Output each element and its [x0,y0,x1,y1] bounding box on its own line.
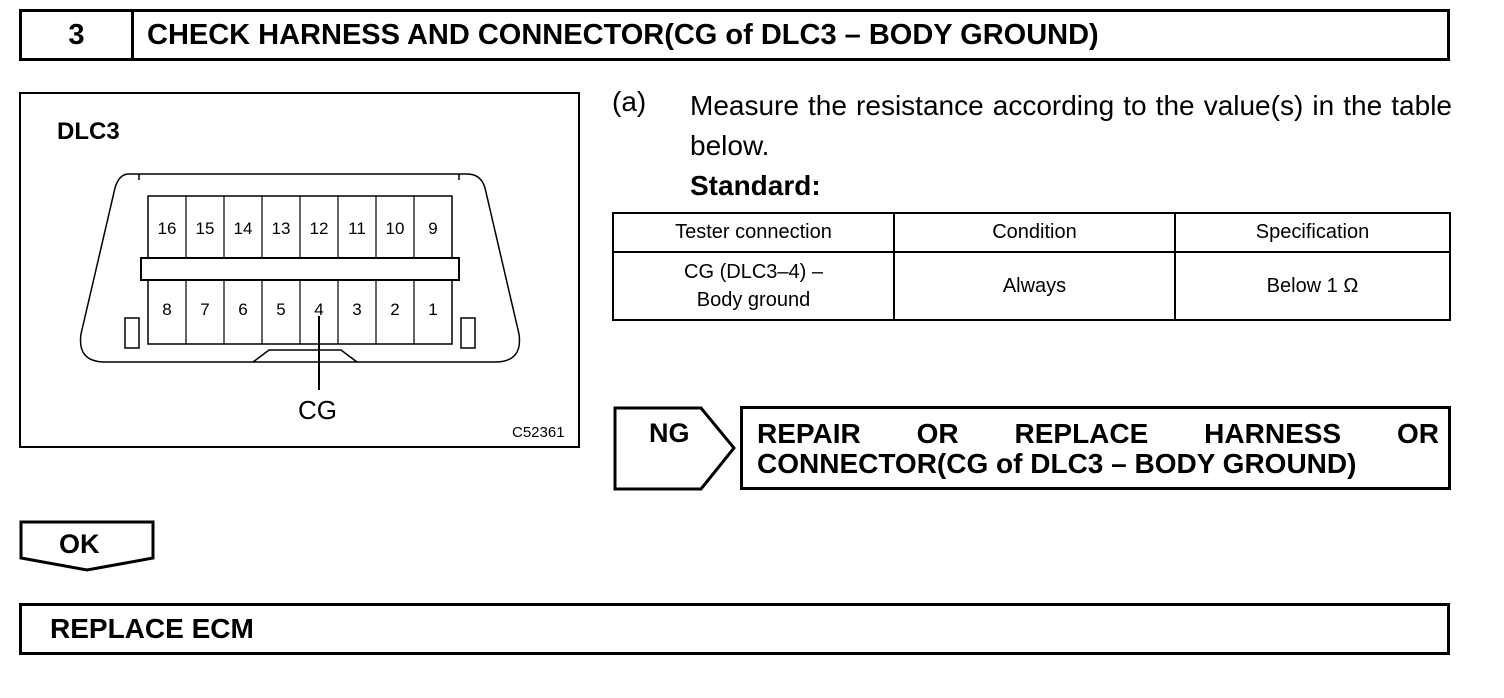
right-latch [460,317,476,349]
pin-label-13: 13 [272,219,291,238]
step-header: 3 CHECK HARNESS AND CONNECTOR(CG of DLC3… [19,9,1450,61]
header-condition: Condition [893,212,1176,253]
dlc3-connector-drawing: 16 15 14 13 12 11 10 9 8 7 6 5 4 3 2 1 [19,92,580,448]
dlc3-connector-figure: 16 15 14 13 12 11 10 9 8 7 6 5 4 3 2 1 DLC3 CG C52361 [19,92,581,449]
ng-action-box: REPAIR OR REPLACE HARNESS OR CONNECTOR(C… [740,406,1451,490]
pin-label-1: 1 [428,300,437,319]
pin-label-12: 12 [310,219,329,238]
standard-label: Standard: [690,170,821,201]
left-latch [124,317,140,349]
cell-condition: Always [893,251,1176,321]
header-specification: Specification [1174,212,1451,253]
final-action-text: REPLACE ECM [50,613,254,644]
instruction-letter: (a) [612,86,647,117]
pin-label-11: 11 [348,219,366,238]
connector-notches [138,174,460,180]
table-header-row: Tester connection Condition Specificatio… [612,212,1451,253]
pin-label-2: 2 [390,300,399,319]
pin-label-15: 15 [196,219,215,238]
ok-arrow-icon [19,520,155,572]
pin-label-7: 7 [200,300,209,319]
pin-label-10: 10 [386,219,405,238]
ng-label: NG [649,418,690,448]
figure-title: DLC3 [57,118,120,145]
pin-label-3: 3 [352,300,361,319]
tester-connection-line2: Body ground [696,289,811,311]
ng-result-arrow: NG [613,406,737,491]
center-divider [140,257,460,281]
final-action-box: REPLACE ECM [19,603,1450,655]
ok-label: OK [59,529,100,559]
spec-table: Tester connection Condition Specificatio… [612,212,1451,321]
instruction-text: Measure the resistance according to the … [690,90,1452,161]
cell-tester-connection: CG (DLC3–4) – Body ground [612,251,895,321]
table-row: CG (DLC3–4) – Body ground Always Below 1… [612,251,1451,321]
figure-border [19,92,580,448]
connector-key [252,349,358,363]
connector-outline [79,173,521,363]
cell-specification: Below 1 Ω [1174,251,1451,321]
header-tester-connection: Tester connection [612,212,895,253]
pin-label-9: 9 [428,219,437,238]
image-code: C52361 [512,424,565,441]
step-number: 3 [22,12,134,58]
step-title: CHECK HARNESS AND CONNECTOR(CG of DLC3 –… [147,18,1099,51]
pin-label-4: 4 [314,300,323,319]
cg-callout-label: CG [298,395,337,425]
pin-label-8: 8 [162,300,171,319]
ng-action-line2: CONNECTOR(CG of DLC3 – BODY GROUND) [757,448,1357,479]
pin-label-5: 5 [276,300,285,319]
pin-label-14: 14 [234,219,253,238]
pin-label-6: 6 [238,300,247,319]
ng-action-line1: REPAIR OR REPLACE HARNESS OR [757,418,1439,449]
ok-result-arrow: OK [19,520,156,572]
pin-label-16: 16 [158,219,177,238]
tester-connection-line1: CG (DLC3–4) – [684,261,823,283]
ng-arrow-icon [613,406,736,491]
